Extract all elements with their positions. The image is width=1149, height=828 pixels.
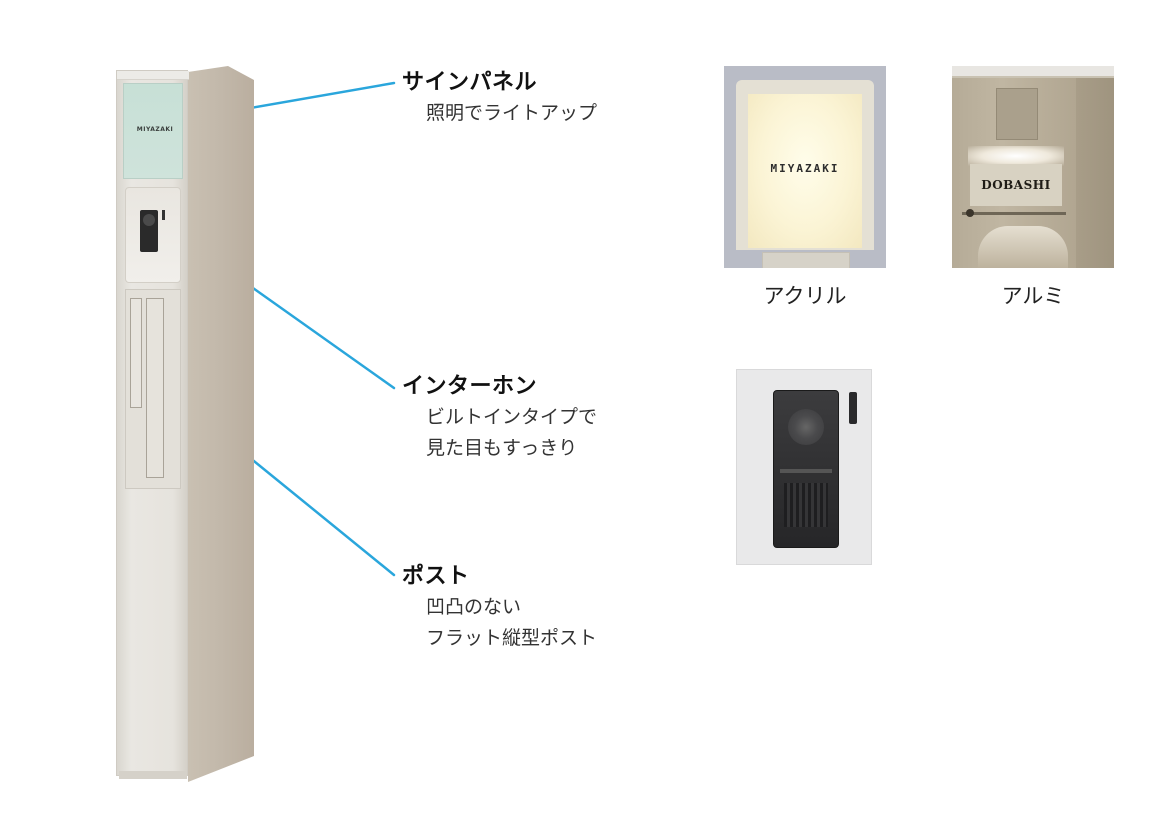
callout-desc-line: フラット縦型ポスト bbox=[426, 627, 598, 649]
acrylic-base bbox=[762, 252, 850, 268]
aluminum-knob-icon bbox=[966, 209, 974, 217]
call-button-icon bbox=[162, 210, 165, 220]
callout-desc-line: 照明でライトアップ bbox=[426, 102, 598, 124]
callout-title: ポスト bbox=[402, 564, 470, 589]
callout-post: ポスト 凹凸のない フラット縦型ポスト bbox=[402, 558, 597, 654]
acrylic-caption: アクリル bbox=[763, 284, 847, 308]
mail-post bbox=[125, 289, 181, 489]
post-slot-right bbox=[146, 298, 164, 478]
aluminum-plate bbox=[970, 164, 1062, 206]
aluminum-bar bbox=[962, 212, 1066, 215]
gate-pillar-illustration: MIYAZAKI bbox=[116, 66, 256, 782]
aluminum-side bbox=[1076, 78, 1114, 268]
pillar-front-face: MIYAZAKI bbox=[116, 70, 189, 779]
callout-desc-line: 見た目もすっきり bbox=[426, 437, 578, 459]
aluminum-lower-panel bbox=[978, 226, 1068, 268]
post-slot-left bbox=[130, 298, 142, 408]
sign-panel-nameplate: MIYAZAKI bbox=[136, 126, 174, 133]
pillar-cap bbox=[117, 71, 189, 80]
intercom-call-button-icon bbox=[849, 392, 857, 424]
acrylic-nameplate-text: MIYAZAKI bbox=[770, 162, 840, 175]
callout-title: インターホン bbox=[402, 374, 538, 399]
acrylic-sign-photo: MIYAZAKI bbox=[724, 66, 886, 268]
callout-title: サインパネル bbox=[402, 70, 538, 95]
callout-desc-line: 凹凸のない bbox=[426, 596, 522, 618]
intercom-photo bbox=[736, 369, 872, 565]
aluminum-sign-photo: DOBASHI bbox=[952, 66, 1114, 268]
pillar-side-face bbox=[188, 66, 254, 782]
interphone-icon bbox=[140, 210, 158, 252]
interphone-recess bbox=[125, 187, 181, 283]
intercom-speaker-grill bbox=[784, 483, 828, 527]
aluminum-caption: アルミ bbox=[1001, 284, 1065, 308]
callout-sign-panel: サインパネル 照明でライトアップ bbox=[402, 64, 597, 129]
camera-lens-icon bbox=[143, 214, 155, 226]
callout-desc-line: ビルトインタイプで bbox=[426, 406, 598, 428]
intercom-band bbox=[780, 469, 832, 473]
aluminum-light-glow bbox=[968, 146, 1064, 166]
aluminum-top-cap bbox=[952, 66, 1114, 76]
acrylic-lit-panel bbox=[748, 94, 862, 248]
intercom-camera-icon bbox=[788, 409, 824, 445]
pillar-base bbox=[119, 771, 187, 779]
aluminum-nameplate-text: DOBASHI bbox=[981, 178, 1051, 192]
sign-panel: MIYAZAKI bbox=[123, 83, 183, 179]
intercom-unit bbox=[773, 390, 839, 548]
aluminum-upper-panel bbox=[996, 88, 1038, 140]
callout-interphone: インターホン ビルトインタイプで 見た目もすっきり bbox=[402, 368, 597, 464]
